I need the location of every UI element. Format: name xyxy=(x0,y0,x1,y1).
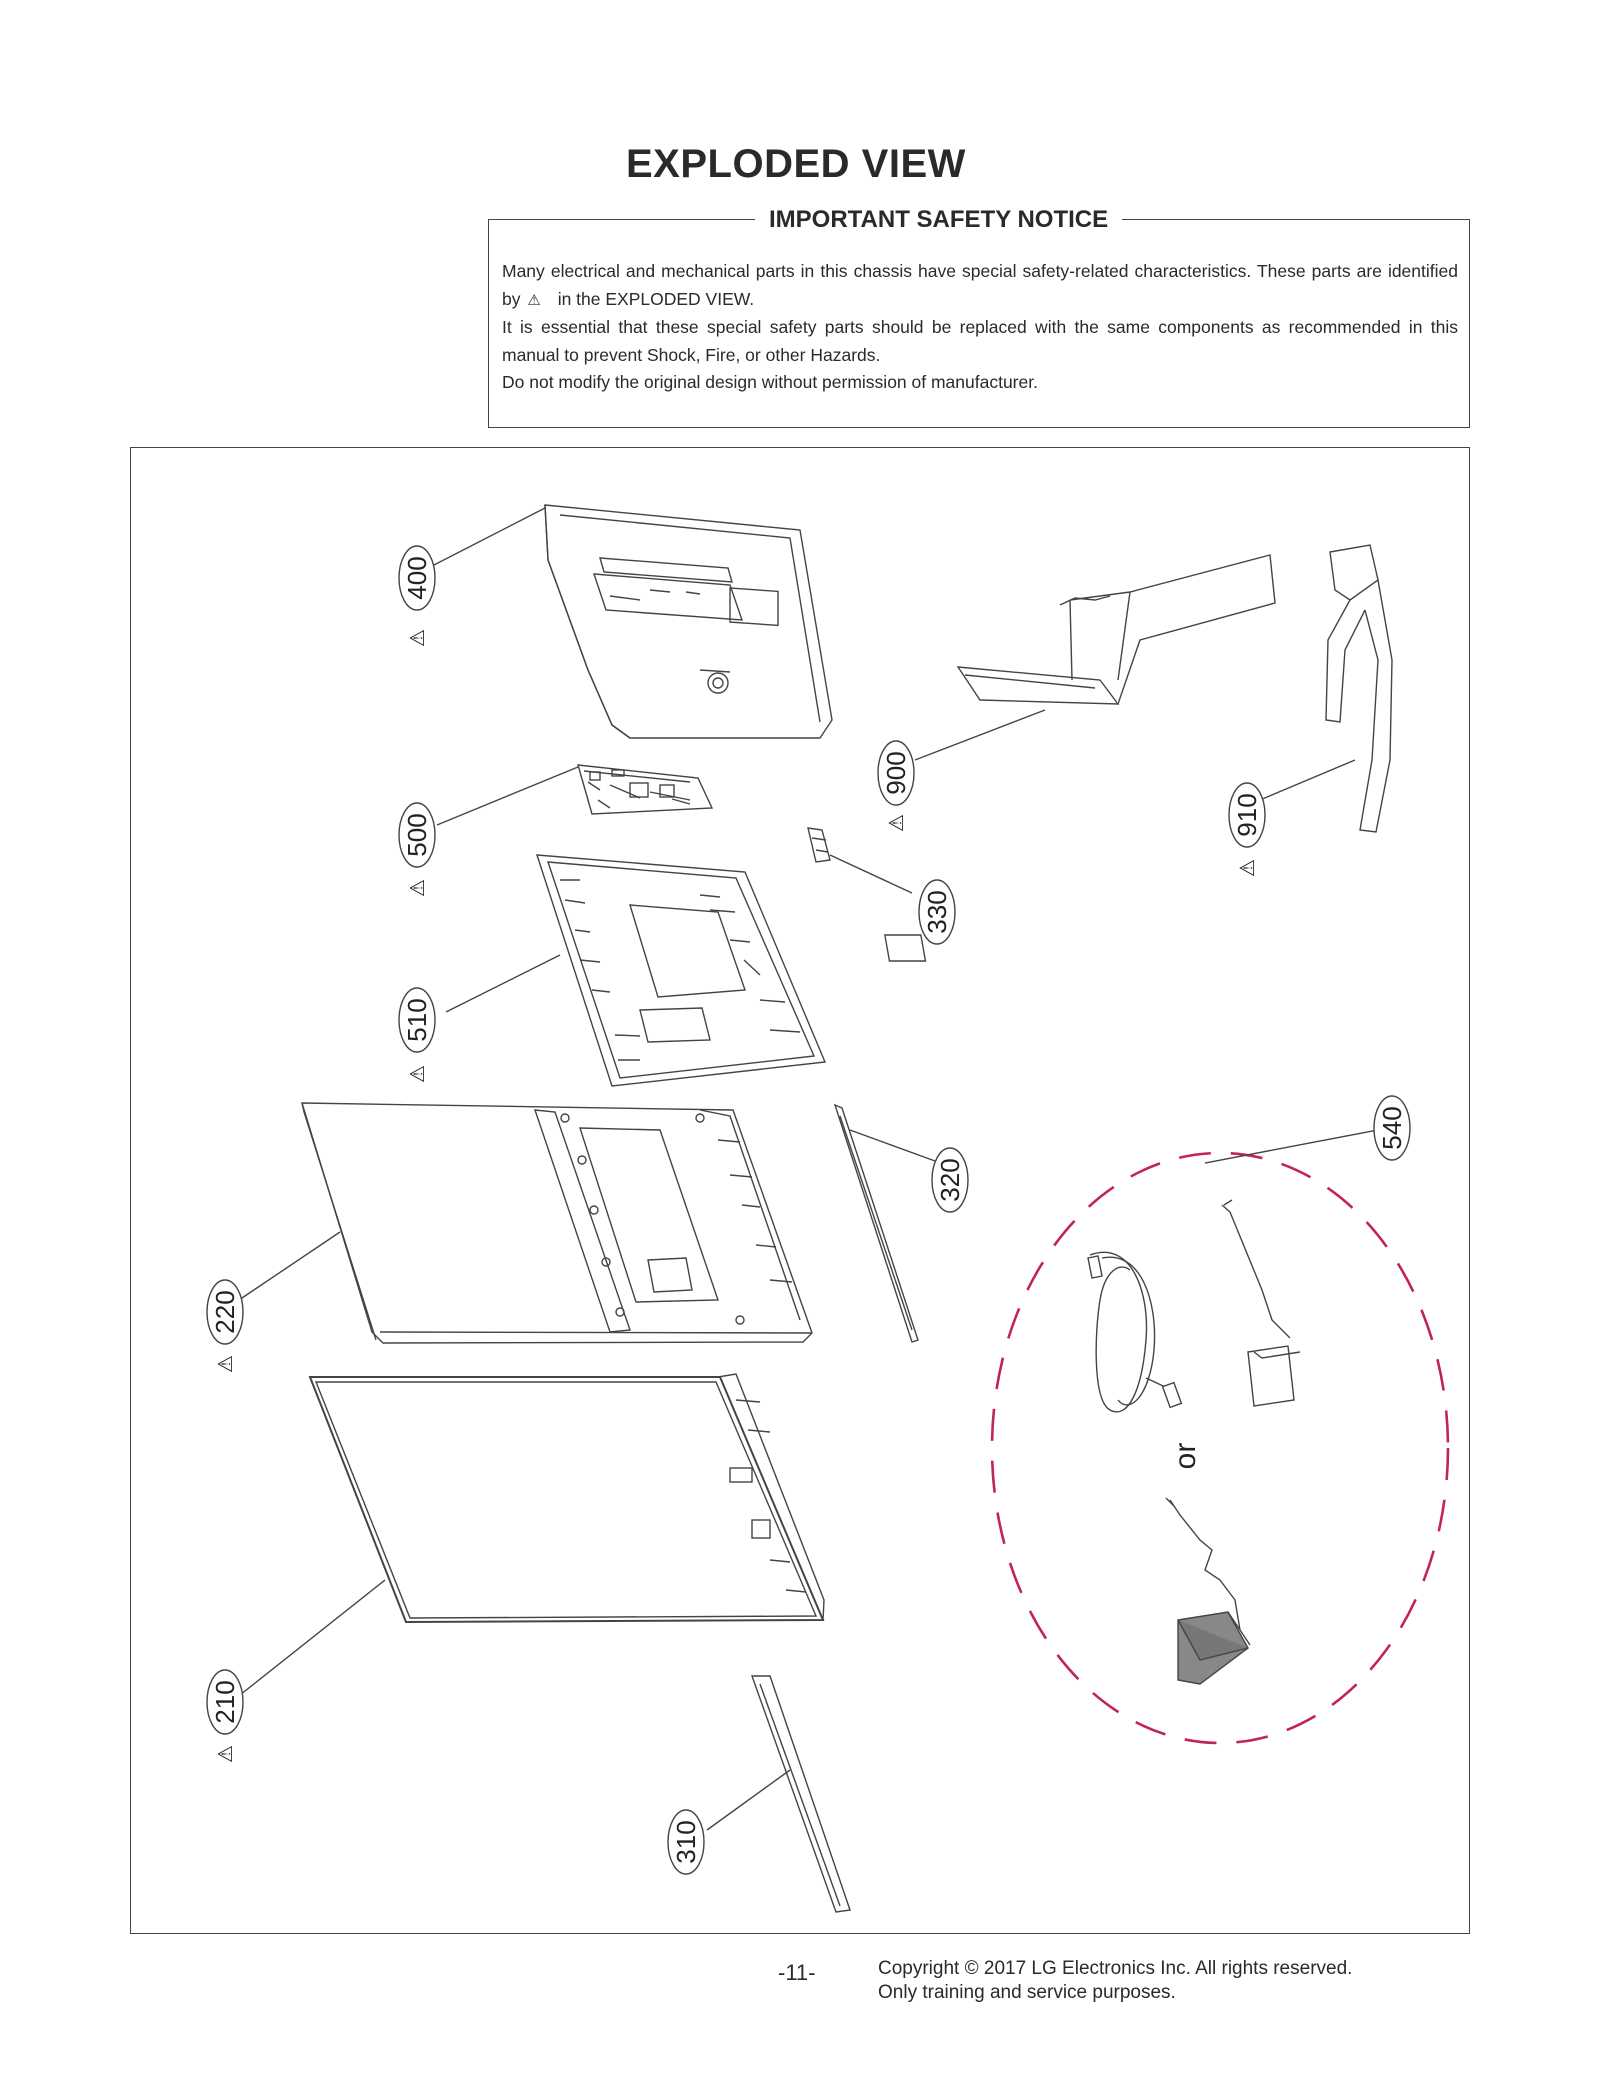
callout-320: 320 xyxy=(931,1147,969,1213)
callout-220: 220 xyxy=(206,1279,244,1345)
callout-900: 900 xyxy=(877,740,915,806)
part-900-stand-body xyxy=(956,554,1276,705)
notice-paragraph-3: Do not modify the original design withou… xyxy=(502,372,1038,392)
part-label-540: 540 xyxy=(1377,1106,1407,1149)
diagram-frame xyxy=(130,447,1470,1934)
callout-210: 210 xyxy=(206,1669,244,1735)
callout-310: 310 xyxy=(667,1809,705,1875)
part-400-back-cover xyxy=(544,504,833,739)
part-label-330: 330 xyxy=(922,890,952,933)
notice-line1-after: in the EXPLODED VIEW. xyxy=(557,288,755,309)
safety-notice-heading: IMPORTANT SAFETY NOTICE xyxy=(755,206,1123,234)
part-310-bottom-cover xyxy=(751,1675,851,1913)
warning-icon-910: ⚠ xyxy=(1237,859,1259,877)
part-label-320: 320 xyxy=(935,1158,965,1201)
warning-icon-400: ⚠ xyxy=(407,629,429,647)
page-number: -11- xyxy=(778,1960,816,1985)
callout-400: 400 xyxy=(398,545,436,611)
callout-330: 330 xyxy=(918,879,956,945)
warning-icon-500: ⚠ xyxy=(407,879,429,897)
warning-icon-210: ⚠ xyxy=(215,1745,237,1763)
warning-icon: ⚠ xyxy=(527,291,541,309)
leader-lines xyxy=(238,507,1389,1831)
part-label-400: 400 xyxy=(402,556,432,599)
page-title: EXPLODED VIEW xyxy=(626,142,966,186)
warning-icon-900: ⚠ xyxy=(886,814,908,832)
part-label-220: 220 xyxy=(210,1290,240,1333)
notice-line1-before: Many electrical and mechanical parts in … xyxy=(502,261,1458,309)
part-510-chassis-frame xyxy=(536,854,927,1087)
warning-icon-220: ⚠ xyxy=(215,1355,237,1373)
footer-copyright: Copyright © 2017 LG Electronics Inc. All… xyxy=(878,1957,1352,2005)
part-220-middle-cabinet xyxy=(301,1102,813,1344)
part-210-lcd-module xyxy=(308,1373,825,1624)
notice-paragraph-2: It is essential that these special safet… xyxy=(502,317,1458,365)
part-500-main-board xyxy=(577,764,714,815)
safety-notice-text: Many electrical and mechanical parts in … xyxy=(502,258,1458,397)
part-330-small-bracket xyxy=(807,827,831,863)
callout-510: 510 xyxy=(398,987,436,1053)
or-label: or xyxy=(1169,1443,1202,1470)
usage-text: Only training and service purposes. xyxy=(878,1982,1176,2003)
copyright-text: Copyright © 2017 LG Electronics Inc. All… xyxy=(878,1958,1353,1979)
notice-paragraph-1: Many electrical and mechanical parts in … xyxy=(502,258,1458,314)
callout-540: 540 xyxy=(1373,1095,1411,1161)
callout-910: 910 xyxy=(1228,782,1266,848)
warning-icon-510: ⚠ xyxy=(407,1065,429,1083)
callout-500: 500 xyxy=(398,802,436,868)
part-label-900: 900 xyxy=(881,751,911,794)
part-label-500: 500 xyxy=(402,813,432,856)
part-label-510: 510 xyxy=(402,998,432,1041)
part-320-side-bracket xyxy=(833,1103,919,1343)
part-540-adapters xyxy=(990,1151,1450,1745)
safety-notice-box: IMPORTANT SAFETY NOTICE Many electrical … xyxy=(488,206,1470,428)
part-label-910: 910 xyxy=(1232,793,1262,836)
part-910-stand-base xyxy=(1325,544,1393,833)
part-label-210: 210 xyxy=(210,1680,240,1723)
part-label-310: 310 xyxy=(671,1820,701,1863)
